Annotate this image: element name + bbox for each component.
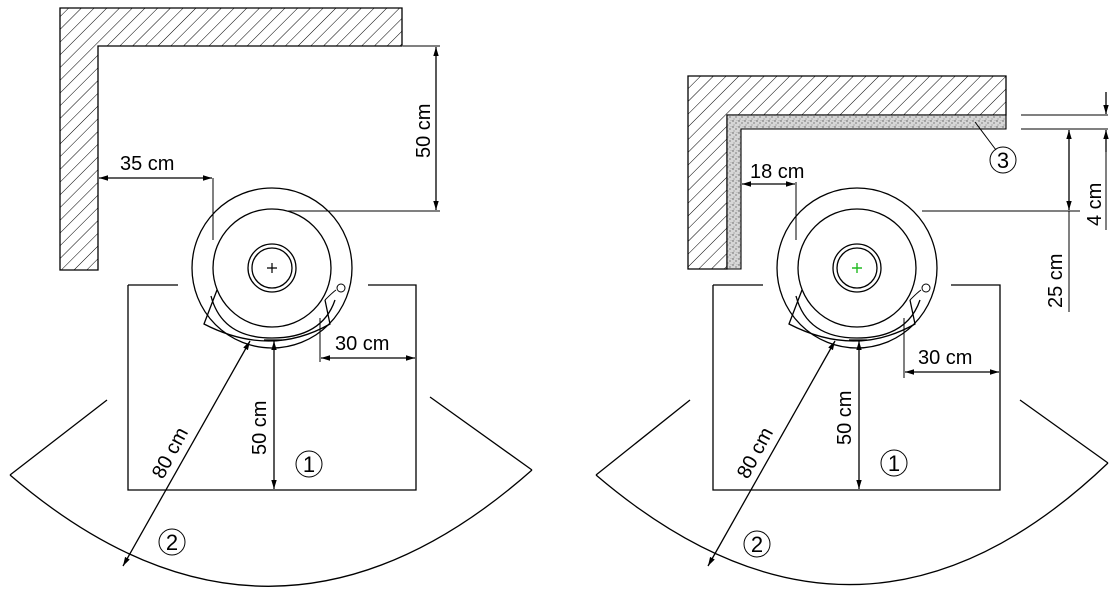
left-dim-front-depth-label: 50 cm [249,401,271,455]
right-callout-2: 2 [743,530,771,558]
left-dim-front-depth: 50 cm [249,341,277,489]
right-dim-front-side-label: 30 cm [918,347,972,369]
right-dim-front-depth: 50 cm [834,341,862,489]
left-center-mark [267,263,277,273]
right-dim-insulation: 4 cm [1021,92,1109,230]
right-dim-radius: 80 cm [707,340,836,567]
left-callout-2-label: 2 [166,530,178,555]
left-wall-hatched [59,7,403,271]
left-dim-front-side-label: 30 cm [335,333,389,355]
right-dim-front-depth-label: 50 cm [834,391,856,445]
right-dim-wall-back: 25 cm [922,130,1080,312]
right-dim-front-side: 30 cm [903,318,999,378]
right-stove [776,187,938,349]
right-dim-wall-back-label: 25 cm [1045,254,1067,308]
left-dim-wall-side-label: 35 cm [120,153,174,175]
left-dim-radius: 80 cm [122,340,251,567]
left-callout-1-label: 1 [303,452,315,477]
right-center-mark [852,263,862,273]
left-dim-wall-side: 35 cm [99,153,214,240]
right-dim-wall-side: 18 cm [742,161,804,240]
left-dim-wall-back: 50 cm [288,45,440,212]
right-dim-insulation-label: 4 cm [1084,183,1106,226]
right-dim-wall-side-label: 18 cm [750,161,804,183]
right-callout-3: 3 [974,121,1017,174]
right-callout-3-label: 3 [997,148,1009,173]
right-callout-1-label: 1 [888,451,900,476]
left-dim-front-side: 30 cm [319,318,415,362]
right-radiant-zone [595,399,1109,586]
left-radiant-zone [9,396,533,587]
left-callout-2: 2 [158,528,186,556]
right-callout-1: 1 [880,449,908,477]
left-dim-wall-back-label: 50 cm [413,104,435,158]
left-stove [191,187,353,349]
right-callout-2-label: 2 [751,532,763,557]
right-plan: 18 cm 4 cm 25 cm 30 cm 50 cm [595,75,1109,586]
left-callout-1: 1 [295,450,323,478]
left-plan: 35 cm 50 cm 30 cm 50 cm 80 cm 1 [9,7,533,587]
right-insulation-layer [726,114,1007,270]
